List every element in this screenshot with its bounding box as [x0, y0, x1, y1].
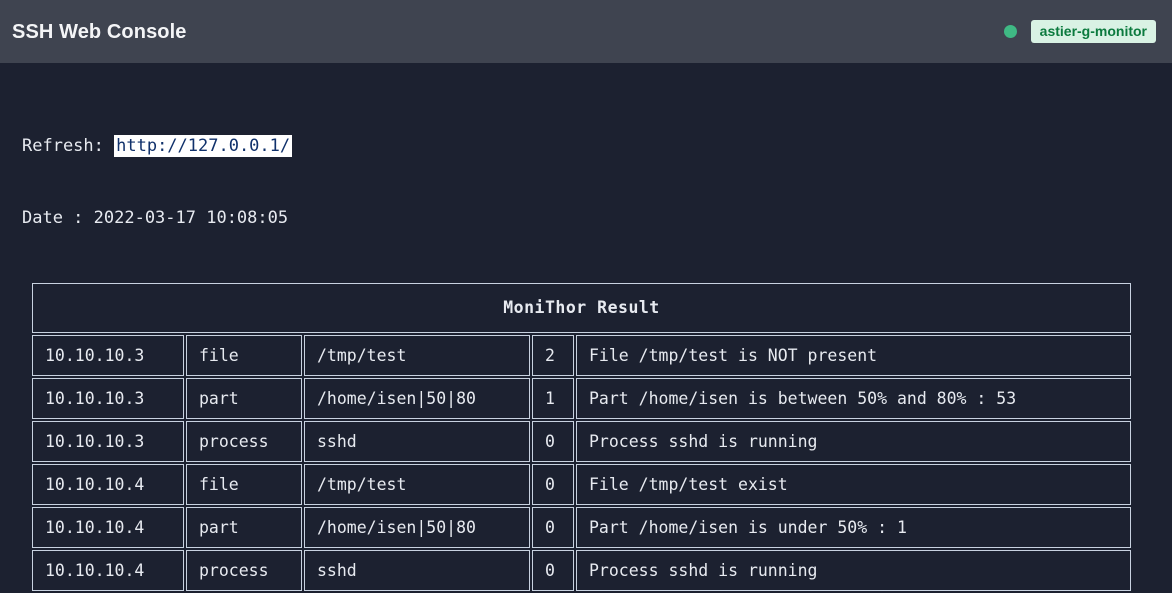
- table-head: MoniThor Result: [32, 283, 1131, 333]
- cell-status-code: 0: [532, 421, 574, 462]
- cell-check-type: process: [186, 421, 302, 462]
- cell-message: Process sshd is running: [576, 421, 1131, 462]
- cell-status-code: 2: [532, 335, 574, 376]
- status-badge[interactable]: astier-g-monitor: [1030, 20, 1156, 43]
- refresh-url-link[interactable]: http://127.0.0.1/: [114, 135, 293, 157]
- app-header: SSH Web Console astier-g-monitor: [0, 0, 1172, 63]
- info-block: Refresh: http://127.0.0.1/ Date : 2022-0…: [0, 63, 1172, 254]
- cell-check-type: process: [186, 550, 302, 591]
- cell-message: Part /home/isen is between 50% and 80% :…: [576, 378, 1131, 419]
- cell-host: 10.10.10.4: [32, 464, 184, 505]
- refresh-line: Refresh: http://127.0.0.1/: [22, 134, 1172, 158]
- cell-status-code: 1: [532, 378, 574, 419]
- cell-status-code: 0: [532, 464, 574, 505]
- cell-argument: /tmp/test: [304, 335, 530, 376]
- cell-check-type: file: [186, 335, 302, 376]
- cell-argument: sshd: [304, 421, 530, 462]
- cell-host: 10.10.10.3: [32, 378, 184, 419]
- cell-host: 10.10.10.4: [32, 507, 184, 548]
- page-title: SSH Web Console: [12, 20, 187, 43]
- cell-check-type: part: [186, 507, 302, 548]
- cell-check-type: part: [186, 378, 302, 419]
- cell-message: File /tmp/test is NOT present: [576, 335, 1131, 376]
- header-status-group: astier-g-monitor: [1003, 20, 1156, 43]
- refresh-label: Refresh:: [22, 136, 115, 156]
- cell-message: Part /home/isen is under 50% : 1: [576, 507, 1131, 548]
- cell-status-code: 0: [532, 550, 574, 591]
- cell-host: 10.10.10.3: [32, 421, 184, 462]
- cell-check-type: file: [186, 464, 302, 505]
- cell-argument: /home/isen|50|80: [304, 507, 530, 548]
- cell-host: 10.10.10.4: [32, 550, 184, 591]
- cell-argument: sshd: [304, 550, 530, 591]
- date-line: Date : 2022-03-17 10:08:05: [22, 208, 289, 228]
- cell-message: Process sshd is running: [576, 550, 1131, 591]
- cell-status-code: 0: [532, 507, 574, 548]
- cell-message: File /tmp/test exist: [576, 464, 1131, 505]
- cell-argument: /tmp/test: [304, 464, 530, 505]
- cell-argument: /home/isen|50|80: [304, 378, 530, 419]
- table-title: MoniThor Result: [32, 283, 1131, 333]
- cell-host: 10.10.10.3: [32, 335, 184, 376]
- status-indicator-icon: [1003, 25, 1017, 38]
- table-title-row: MoniThor Result: [32, 283, 1131, 333]
